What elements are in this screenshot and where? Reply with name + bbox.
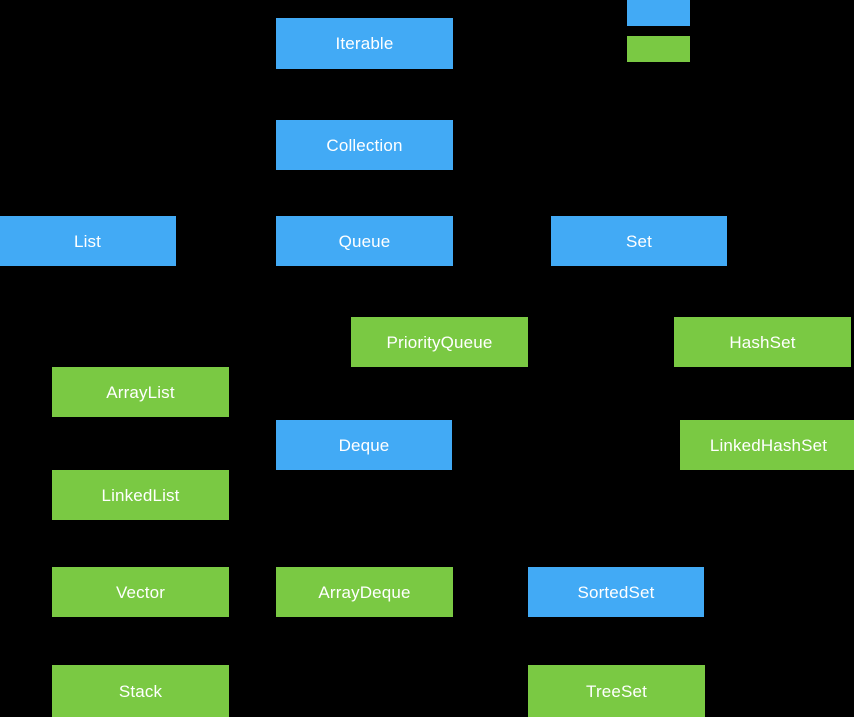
- node-arraydeque[interactable]: ArrayDeque: [276, 567, 453, 617]
- node-vector[interactable]: Vector: [52, 567, 229, 617]
- node-list[interactable]: List: [0, 216, 176, 266]
- node-linkedlist[interactable]: LinkedList: [52, 470, 229, 520]
- connector-sortedset-treeset: [615, 617, 617, 665]
- connector-collection-queue: [363, 170, 365, 216]
- connector-set-sortedset: [615, 266, 617, 567]
- connector-collection-set: [363, 193, 639, 195]
- node-linkedhashset[interactable]: LinkedHashSet: [680, 420, 854, 470]
- connector-set-hashset: [639, 266, 641, 317]
- node-queue[interactable]: Queue: [276, 216, 453, 266]
- node-set[interactable]: Set: [551, 216, 727, 266]
- node-arraylist[interactable]: ArrayList: [52, 367, 229, 417]
- node-stack[interactable]: Stack: [52, 665, 229, 717]
- node-collection[interactable]: Collection: [276, 120, 453, 170]
- connector-iterable-collection: [363, 69, 365, 120]
- class-swatch: [627, 36, 690, 62]
- node-priorityqueue[interactable]: PriorityQueue: [351, 317, 528, 367]
- interface-swatch: [627, 0, 690, 26]
- node-sortedset[interactable]: SortedSet: [528, 567, 704, 617]
- node-deque[interactable]: Deque: [276, 420, 452, 470]
- connector-deque-arraydeque: [363, 470, 365, 567]
- node-hashset[interactable]: HashSet: [674, 317, 851, 367]
- connector-hashset-linkedhash: [762, 367, 764, 420]
- connector-queue-priorityqueue: [363, 266, 365, 317]
- node-treeset[interactable]: TreeSet: [528, 665, 705, 717]
- connector-collection-list: [88, 193, 364, 195]
- connector-list-arraylist: [140, 266, 142, 367]
- connector-vector-stack: [140, 617, 142, 665]
- node-iterable[interactable]: Iterable: [276, 18, 453, 69]
